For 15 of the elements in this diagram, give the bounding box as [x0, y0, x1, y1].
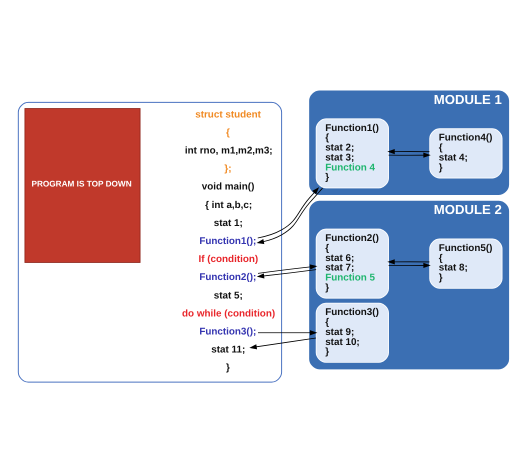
- node-text: void main(): [202, 182, 254, 193]
- node-text: stat 5;: [214, 290, 243, 302]
- node-text: Function3();: [199, 326, 256, 338]
- node-text: Function2();: [199, 272, 256, 284]
- node-text: Function1();: [199, 236, 256, 247]
- node-text: int rno, m1,m2,m3;: [184, 145, 273, 156]
- node-text: struct student: [195, 109, 261, 120]
- node-text: { int a,b,c;: [205, 200, 252, 211]
- node-text: stat 1;: [214, 218, 243, 229]
- node-text: }: [226, 362, 230, 374]
- node-text: If (condition): [198, 254, 258, 266]
- node-text: };: [224, 164, 232, 175]
- node-text: stat 11;: [211, 344, 246, 356]
- node-text: {: [226, 127, 230, 138]
- node-text: do while (condition): [182, 308, 276, 320]
